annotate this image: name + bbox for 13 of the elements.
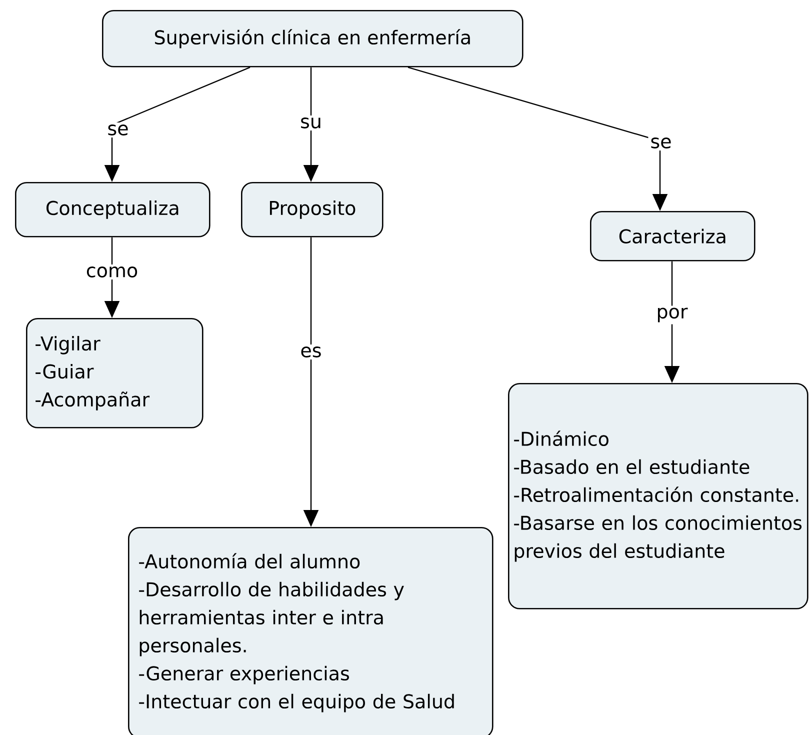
concept-box: Caracteriza [590,211,756,262]
edge-label: se [648,136,674,150]
edge-label: es [298,344,324,360]
text-box: -Dinámico -Basado en el estudiante -Retroalimentación constante. -Basarse en los conocimientos previos del estudiante [508,383,808,610]
concept-box: Conceptualiza [15,182,210,238]
text-box: -Vigilar -Guiar -Acompañar [26,318,204,428]
text-box: -Autonomía del alumno -Desarrollo de habilidades y herramientas inter e intra personales. -Generar experiencias -Intectuar con el equipo de Salud [128,527,494,735]
edge-label: como [84,264,140,280]
edge-label: por [654,306,690,324]
edge-label: su [298,116,324,130]
concept-box: Supervisión clínica en enfermería [102,10,524,68]
concept-box: Proposito [241,182,384,238]
edge-label: se [105,122,131,138]
